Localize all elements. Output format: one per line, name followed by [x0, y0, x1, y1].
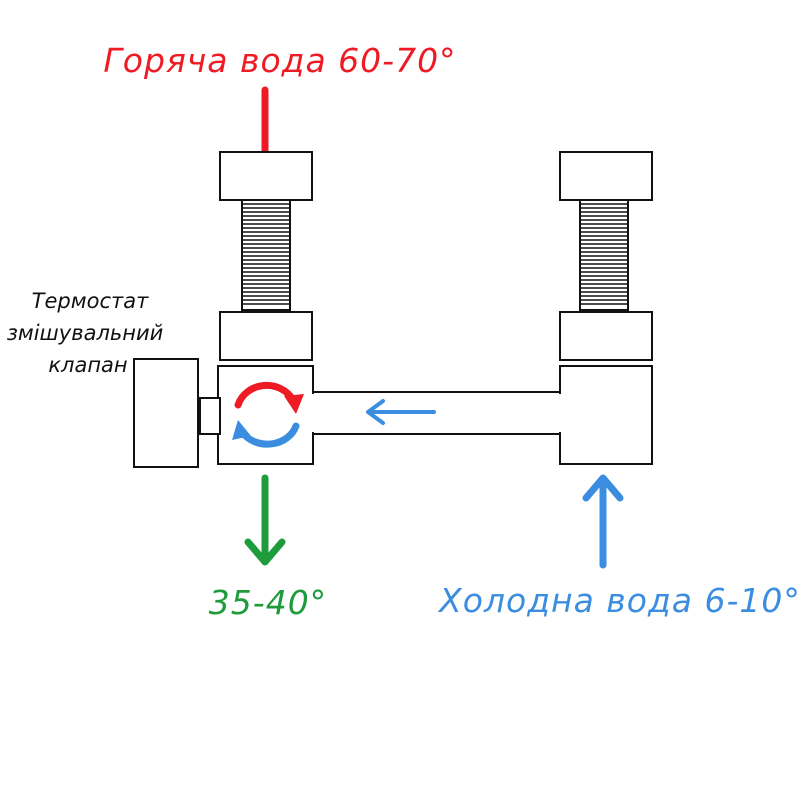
valve-label-line2: змішувальний: [7, 321, 164, 345]
cold-thread: [579, 199, 629, 311]
mixed-outlet-arrow-icon: [244, 474, 286, 566]
circular-arrows-icon: [232, 381, 304, 448]
mixed-water-label: 35-40°: [209, 583, 327, 622]
valve-label-line3: клапан: [48, 353, 127, 377]
cold-inlet-arrow-icon: [582, 474, 624, 569]
thermostat-head: [133, 358, 199, 468]
cold-side-fitting: [559, 151, 653, 361]
hot-top-nut: [219, 151, 313, 201]
hot-side-fitting: [219, 151, 313, 361]
mixing-chamber: [217, 365, 314, 465]
cold-inlet-chamber: [559, 365, 653, 465]
flow-arrow-left-icon: [366, 399, 436, 425]
valve-label-line1: Термостат: [32, 289, 149, 313]
hot-thread: [241, 199, 291, 311]
hot-water-label: Горяча вода 60-70°: [103, 41, 456, 80]
cold-bottom-nut: [559, 311, 653, 361]
thermostat-stub: [199, 397, 221, 435]
cold-top-nut: [559, 151, 653, 201]
hot-bottom-nut: [219, 311, 313, 361]
cold-water-label: Холодна вода 6-10°: [437, 581, 800, 620]
